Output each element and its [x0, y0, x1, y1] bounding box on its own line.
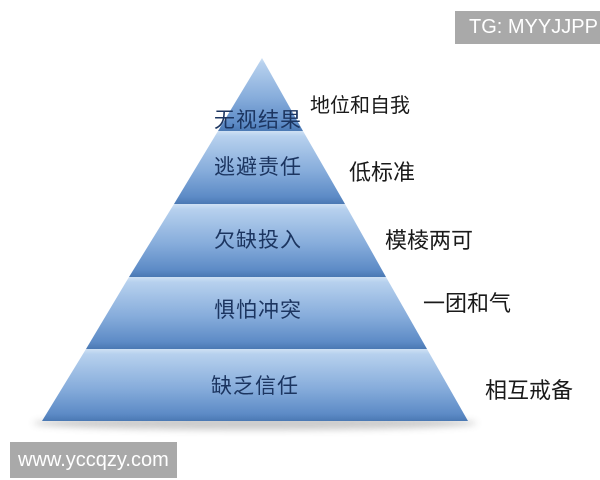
pyramid-level-3-label: 欠缺投入 — [214, 228, 302, 252]
side-label-level-4: 一团和气 — [423, 292, 511, 317]
side-label-level-5: 相互戒备 — [485, 379, 573, 404]
site-watermark: www.yccqzy.com — [10, 442, 177, 478]
pyramid-level-2-shape — [174, 131, 345, 204]
site-watermark-text: www.yccqzy.com — [18, 448, 169, 471]
pyramid-level-4-label: 惧怕冲突 — [214, 298, 302, 322]
pyramid-level-5-label: 缺乏信任 — [211, 374, 299, 398]
side-label-level-2: 低标准 — [349, 161, 415, 186]
pyramid-level-5-shape — [42, 349, 468, 421]
pyramid-level-1-label: 无视结果 — [214, 108, 302, 132]
tg-contact-badge: TG: MYYJJPP — [455, 11, 600, 44]
pyramid-level-3-shape — [129, 204, 386, 277]
pyramid-level-2-label: 逃避责任 — [214, 155, 302, 179]
side-label-level-1: 地位和自我 — [310, 93, 410, 117]
pyramid-level-4-shape — [86, 277, 427, 349]
tg-contact-badge-text: TG: MYYJJPP — [469, 16, 598, 38]
pyramid-level-1-shape — [218, 58, 303, 131]
side-label-level-3: 模棱两可 — [385, 229, 473, 254]
